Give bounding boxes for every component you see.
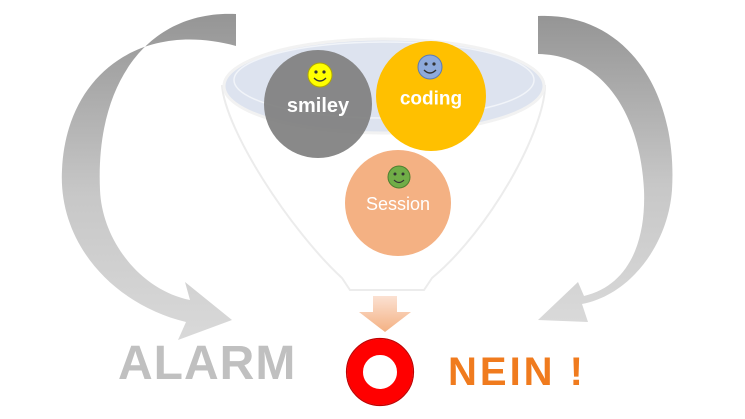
coding-label: coding	[399, 88, 463, 110]
red-ring	[347, 339, 413, 405]
smiley-face-icon	[307, 62, 333, 88]
coding-face-icon	[417, 54, 443, 80]
session-label: Session	[365, 194, 431, 214]
smiley-bubble	[264, 50, 372, 158]
coding-bubble	[376, 41, 486, 151]
session-bubble	[345, 150, 451, 256]
left-curved-arrow	[61, 13, 237, 341]
smiley-label: smiley	[286, 95, 350, 117]
session-face-icon	[387, 165, 411, 189]
right-curved-arrow	[538, 15, 673, 322]
alarm-label: ALARM	[118, 337, 297, 390]
red-ring-outline	[345, 337, 415, 407]
nein-label: NEIN !	[448, 350, 586, 394]
funnel-output-arrow	[359, 296, 411, 332]
